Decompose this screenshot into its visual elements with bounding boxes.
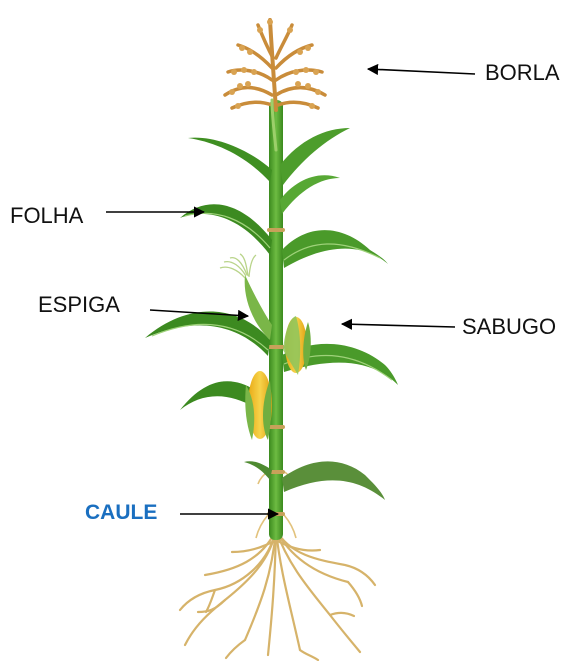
label-sabugo: SABUGO bbox=[462, 316, 556, 338]
pointer-arrows bbox=[106, 69, 475, 514]
label-folha: FOLHA bbox=[10, 205, 83, 227]
arrow-sabugo bbox=[342, 324, 455, 327]
roots bbox=[180, 530, 375, 660]
leaf-bottom-left bbox=[244, 461, 272, 480]
leaf-upper-right-2 bbox=[280, 175, 340, 214]
leaf-bottom-right bbox=[282, 461, 385, 500]
silk bbox=[220, 254, 256, 278]
leaf-top-left bbox=[188, 138, 272, 182]
label-borla: BORLA bbox=[485, 62, 560, 84]
leaf-middle-left bbox=[145, 312, 270, 356]
label-espiga: ESPIGA bbox=[38, 294, 120, 316]
label-caule: CAULE bbox=[85, 502, 157, 523]
cob-left bbox=[245, 371, 272, 440]
leaf-upper-right bbox=[282, 230, 388, 268]
tassel bbox=[225, 19, 325, 150]
arrow-borla bbox=[368, 69, 475, 74]
